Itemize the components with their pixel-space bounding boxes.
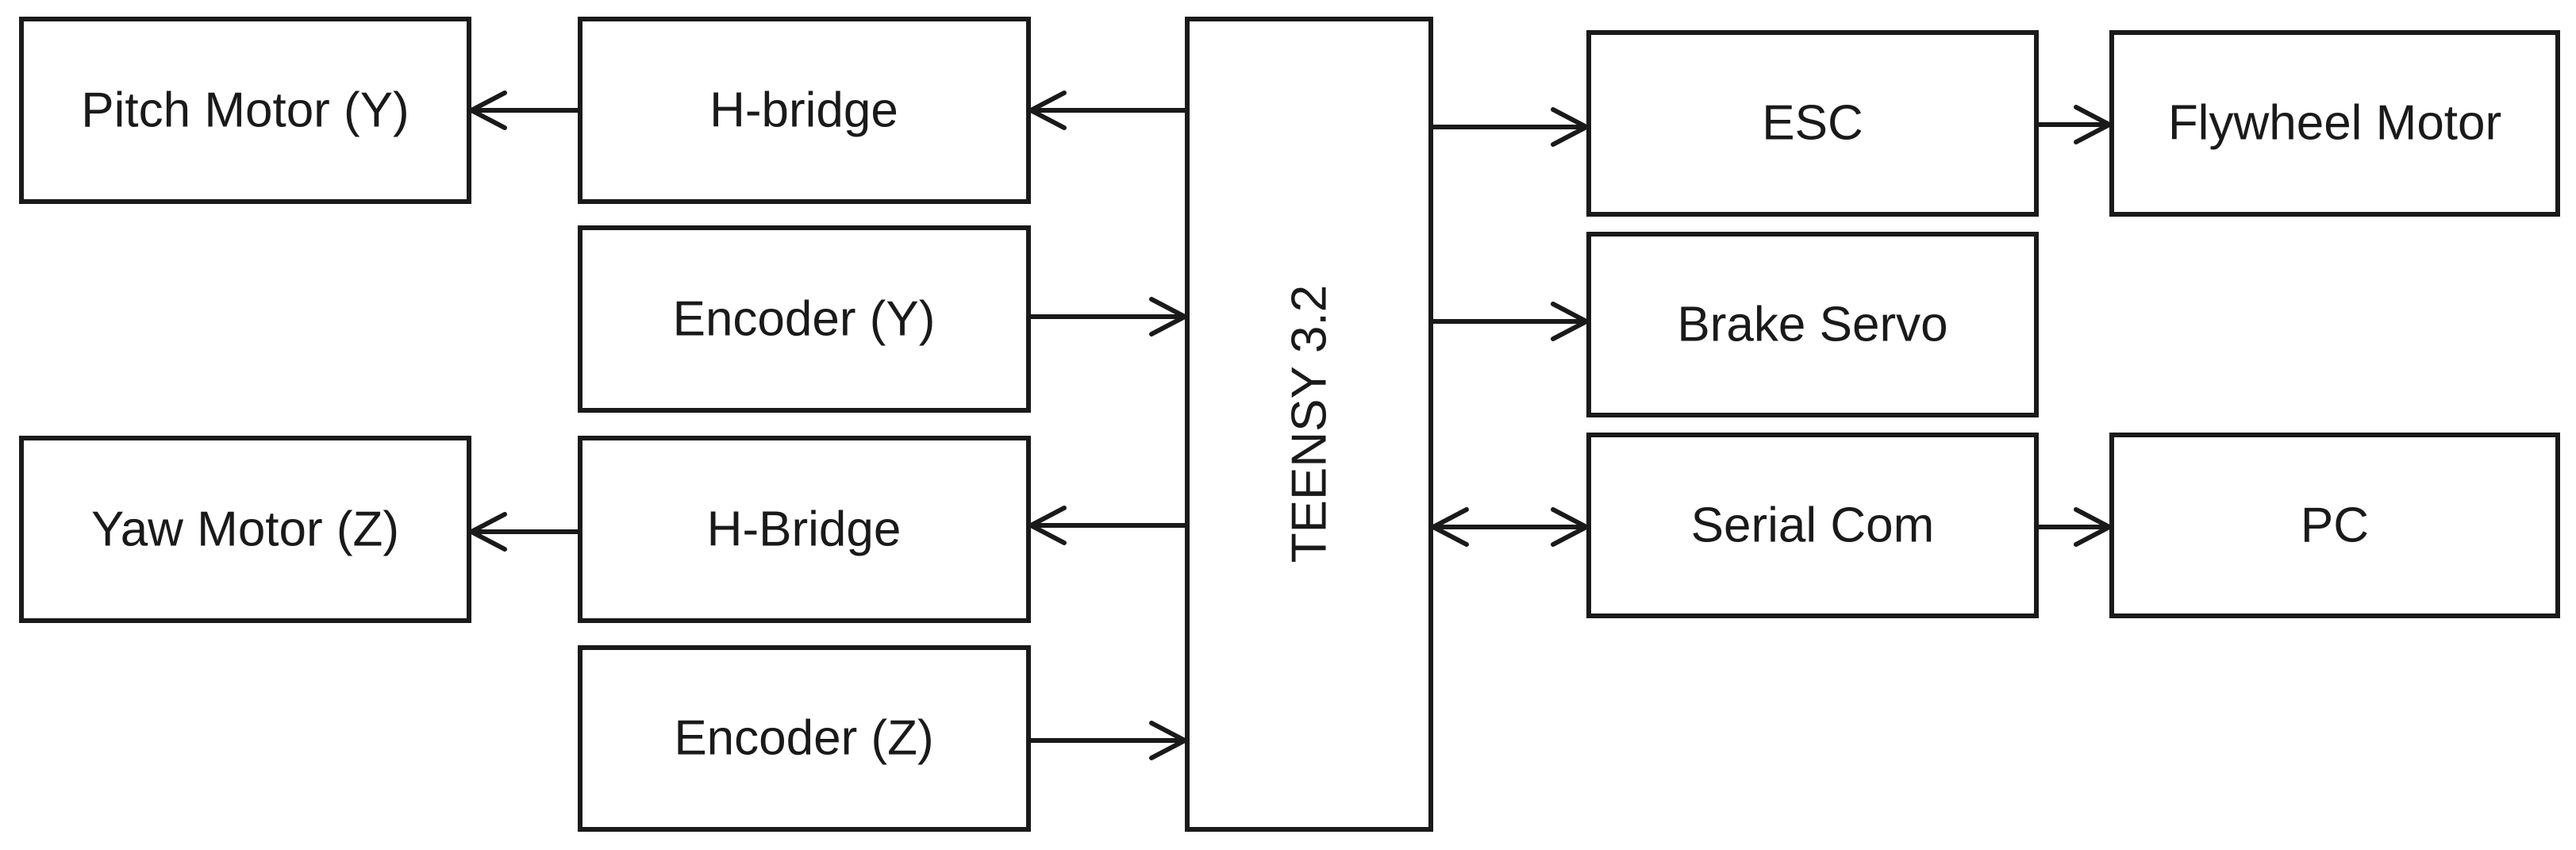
arrow-hbridge-y-to-pitch-motor <box>469 90 580 130</box>
serial-com-label: Serial Com <box>1691 498 1935 553</box>
encoder-z-label: Encoder (Z) <box>674 711 933 766</box>
arrow-teensy-serial-com-bidirectional <box>1431 507 1589 547</box>
yaw-motor-block: Yaw Motor (Z) <box>19 436 471 623</box>
pc-block: PC <box>2109 433 2560 618</box>
pitch-motor-block: Pitch Motor (Y) <box>19 17 471 204</box>
brake-servo-block: Brake Servo <box>1586 232 2039 417</box>
encoder-z-block: Encoder (Z) <box>578 645 1031 832</box>
teensy-label: TEENSY 3.2 <box>1282 285 1337 563</box>
arrow-esc-to-flywheel-motor <box>2036 105 2112 144</box>
pc-label: PC <box>2301 498 2369 553</box>
arrow-teensy-to-hbridge-y <box>1028 90 1187 130</box>
h-bridge-y-block: H-bridge <box>578 17 1031 204</box>
arrow-serial-com-to-pc <box>2036 507 2112 547</box>
serial-com-block: Serial Com <box>1586 433 2039 618</box>
arrow-hbridge-z-to-yaw-motor <box>469 512 580 552</box>
pitch-motor-label: Pitch Motor (Y) <box>81 83 409 138</box>
brake-servo-label: Brake Servo <box>1677 298 1947 352</box>
teensy-block: TEENSY 3.2 <box>1185 17 1433 832</box>
arrow-teensy-to-brake-servo <box>1431 302 1589 341</box>
encoder-y-label: Encoder (Y) <box>673 292 936 347</box>
encoder-y-block: Encoder (Y) <box>578 225 1031 413</box>
arrow-teensy-to-hbridge-z <box>1028 506 1187 545</box>
esc-label: ESC <box>1762 96 1863 151</box>
yaw-motor-label: Yaw Motor (Z) <box>91 502 399 557</box>
flywheel-motor-label: Flywheel Motor <box>2168 96 2501 151</box>
h-bridge-z-label: H-Bridge <box>707 502 902 557</box>
h-bridge-z-block: H-Bridge <box>578 436 1031 623</box>
flywheel-motor-block: Flywheel Motor <box>2109 30 2560 217</box>
arrow-encoder-z-to-teensy <box>1028 721 1187 760</box>
arrow-encoder-y-to-teensy <box>1028 297 1187 337</box>
esc-block: ESC <box>1586 30 2039 217</box>
h-bridge-y-label: H-bridge <box>709 83 898 138</box>
arrow-teensy-to-esc <box>1431 107 1589 147</box>
